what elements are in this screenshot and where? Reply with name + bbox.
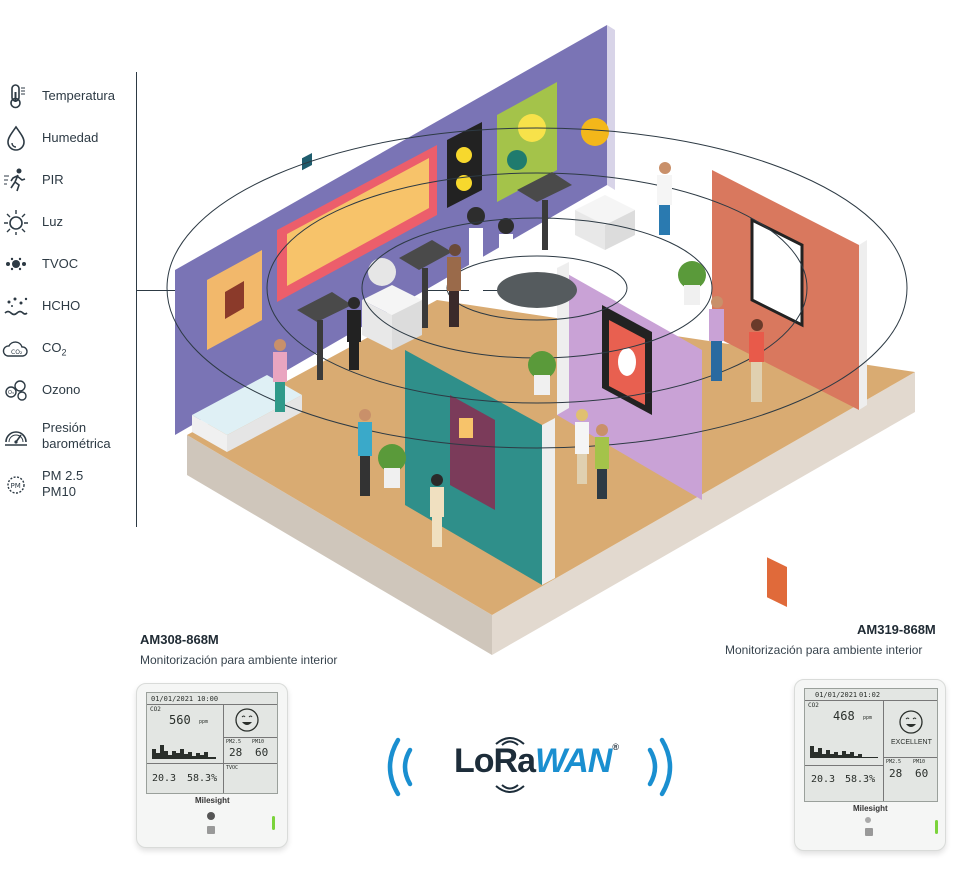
svg-text:CO₂: CO₂ bbox=[11, 349, 23, 356]
am308-name: AM308-868M bbox=[140, 632, 219, 647]
sensor-label: Luz bbox=[42, 214, 63, 229]
light-icon bbox=[4, 210, 28, 235]
sensor-co2: CO₂ CO2 bbox=[0, 330, 135, 366]
sensor-ozono: O₃ Ozono bbox=[0, 372, 135, 408]
pm25-value: 28 bbox=[889, 767, 903, 780]
air-quality-status: EXCELLENT bbox=[891, 739, 932, 746]
pm25-label: PM2.5 bbox=[226, 739, 242, 745]
co2-icon: CO₂ bbox=[2, 341, 28, 357]
hum-value: 58.3% bbox=[845, 774, 876, 785]
am308-sensor bbox=[207, 812, 215, 820]
signal-left-icon bbox=[387, 737, 413, 797]
co2-value: 468 bbox=[833, 709, 855, 723]
divider bbox=[136, 72, 137, 527]
screen-time: 10:00 bbox=[197, 695, 219, 703]
am308-device: 01/01/2021 10:00 CO2 560 ppm PM2.5 PM10 … bbox=[136, 683, 288, 848]
co2-label: CO2 bbox=[808, 702, 819, 709]
motion-icon bbox=[4, 168, 26, 192]
water-drop-icon bbox=[7, 125, 25, 151]
signal-right-icon bbox=[647, 737, 673, 797]
am319-subtitle: Monitorización para ambiente interior bbox=[725, 643, 923, 657]
temp-value: 20.3 bbox=[811, 774, 836, 785]
tvoc-icon bbox=[6, 257, 26, 271]
sensor-pir: PIR bbox=[0, 162, 135, 198]
pm-icon: PM bbox=[7, 476, 25, 494]
sensor-temperatura: Temperatura bbox=[0, 78, 135, 114]
am308-screen: 01/01/2021 10:00 CO2 560 ppm PM2.5 PM10 … bbox=[146, 692, 278, 794]
wave-top-icon bbox=[495, 737, 525, 746]
sensor-label: TVOC bbox=[42, 256, 79, 271]
sensor-label: Ozono bbox=[42, 382, 81, 397]
sensor-tvoc: TVOC bbox=[0, 246, 135, 282]
am319-screen: 01/01/2021 01:02 CO2 468 ppm EXCELLENT P… bbox=[804, 688, 938, 802]
museum-illustration bbox=[166, 25, 915, 655]
sensor-label: Humedad bbox=[42, 130, 99, 145]
am319-device: 01/01/2021 01:02 CO2 468 ppm EXCELLENT P… bbox=[794, 679, 946, 851]
am319-led bbox=[935, 820, 938, 834]
am319-brand: Milesight bbox=[853, 804, 888, 813]
svg-text:PM: PM bbox=[11, 482, 21, 490]
co2-history-chart bbox=[152, 745, 216, 759]
lorawan-text: LoRaWAN® bbox=[454, 742, 619, 780]
am308-subtitle: Monitorización para ambiente interior bbox=[140, 653, 338, 667]
sensor-label: Temperatura bbox=[42, 88, 115, 103]
co2-label: CO2 bbox=[150, 706, 161, 713]
smiley-icon bbox=[899, 710, 923, 734]
hum-value: 58.3% bbox=[187, 773, 218, 784]
am308-led bbox=[272, 816, 275, 830]
smiley-icon bbox=[235, 708, 259, 732]
sensor-luz: Luz bbox=[0, 204, 135, 240]
co2-value: 560 bbox=[169, 713, 191, 727]
am319-button[interactable] bbox=[865, 828, 873, 836]
pm10-label: PM10 bbox=[913, 759, 926, 765]
lorawan-logo: LoRaWAN® bbox=[380, 732, 680, 802]
tvoc-label: TVOC bbox=[226, 765, 239, 771]
svg-text:O₃: O₃ bbox=[8, 390, 14, 396]
screen-time: 01:02 bbox=[859, 691, 881, 699]
am319-sensor bbox=[865, 817, 871, 823]
co2-history-chart bbox=[810, 746, 878, 758]
wave-bottom-icon bbox=[495, 784, 525, 793]
pm10-label: PM10 bbox=[252, 739, 265, 745]
temp-value: 20.3 bbox=[152, 773, 177, 784]
sensor-list: Temperatura Humedad PIR Luz TVOC HCHO CO… bbox=[0, 72, 140, 527]
thermometer-icon bbox=[10, 84, 25, 109]
pm25-value: 28 bbox=[229, 746, 243, 759]
pm10-value: 60 bbox=[915, 767, 929, 780]
screen-date: 01/01/2021 bbox=[151, 695, 194, 703]
sensor-label: HCHO bbox=[42, 298, 81, 313]
pm25-label: PM2.5 bbox=[886, 759, 902, 765]
co2-unit: ppm bbox=[863, 715, 873, 721]
am308-button[interactable] bbox=[207, 826, 215, 834]
am319-name: AM319-868M bbox=[857, 622, 936, 637]
sensor-label: CO2 bbox=[42, 340, 67, 358]
hcho-icon bbox=[4, 297, 28, 316]
gauge-icon bbox=[5, 431, 27, 446]
sensor-label: PIR bbox=[42, 172, 64, 187]
sensor-humedad: Humedad bbox=[0, 120, 135, 156]
am308-brand: Milesight bbox=[195, 796, 230, 805]
sensor-hcho: HCHO bbox=[0, 288, 135, 324]
pm10-value: 60 bbox=[255, 746, 269, 759]
ozone-icon: O₃ bbox=[5, 380, 27, 401]
screen-date: 01/01/2021 bbox=[815, 691, 858, 699]
co2-unit: ppm bbox=[199, 719, 209, 725]
